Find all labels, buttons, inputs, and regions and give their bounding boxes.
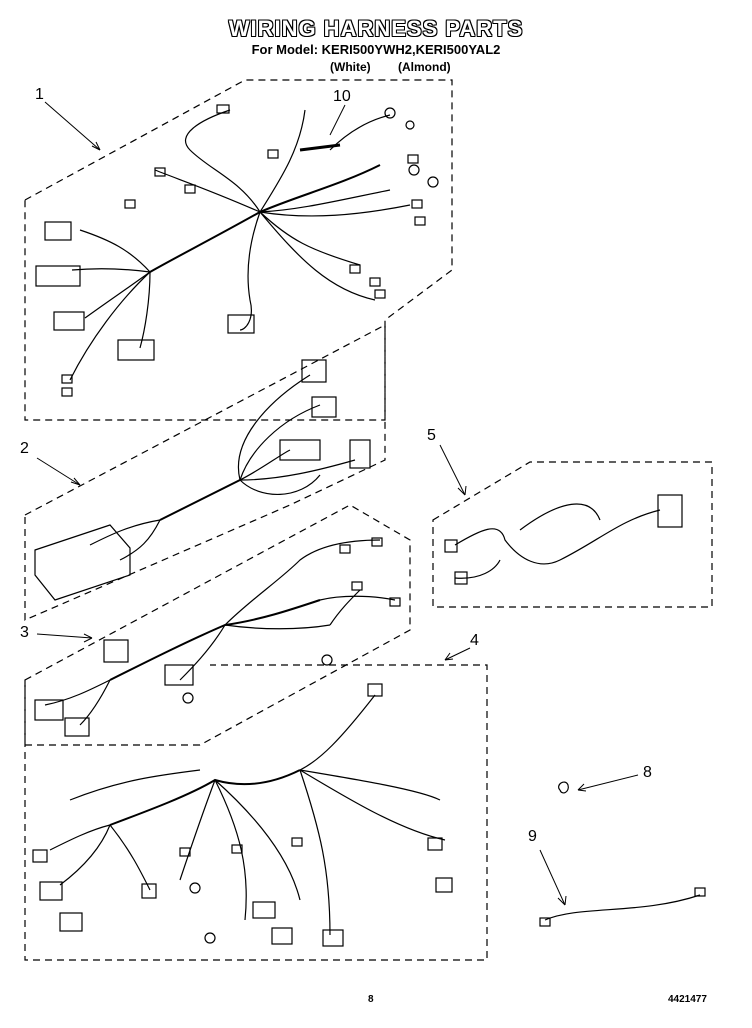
callout-2: 2 xyxy=(20,440,29,457)
part-9-cable xyxy=(539,887,706,927)
leader-lines xyxy=(36,101,639,906)
part-2-harness xyxy=(89,374,356,561)
part-2-connectors xyxy=(34,359,371,601)
part-5-outline xyxy=(432,461,713,608)
part-5-harness xyxy=(444,494,683,585)
part-1-harness xyxy=(69,109,411,381)
part-3-connectors xyxy=(34,537,401,737)
callout-5: 5 xyxy=(427,427,436,444)
part-2-outline xyxy=(24,324,386,621)
variant-almond: (Almond) xyxy=(398,60,451,74)
doc-number: 4421477 xyxy=(668,994,707,1005)
callout-9: 9 xyxy=(528,828,537,845)
callout-4: 4 xyxy=(470,632,479,649)
part-4-harness xyxy=(49,694,446,936)
callout-10: 10 xyxy=(333,88,351,105)
variant-white: (White) xyxy=(330,60,371,74)
callout-3: 3 xyxy=(20,624,29,641)
callout-1: 1 xyxy=(35,86,44,103)
part-3-outline xyxy=(24,504,411,746)
page-number: 8 xyxy=(368,994,374,1005)
part-1-outline xyxy=(24,79,453,421)
page-title: WIRING HARNESS PARTS xyxy=(228,16,524,41)
part-4-connectors xyxy=(32,683,453,947)
model-line: For Model: KERI500YWH2,KERI500YAL2 xyxy=(251,42,501,57)
part-8-clip xyxy=(558,781,569,794)
callout-8: 8 xyxy=(643,764,652,781)
part-1-connectors xyxy=(35,104,439,397)
part-4-outline xyxy=(24,664,488,961)
part-3-harness xyxy=(44,539,396,726)
